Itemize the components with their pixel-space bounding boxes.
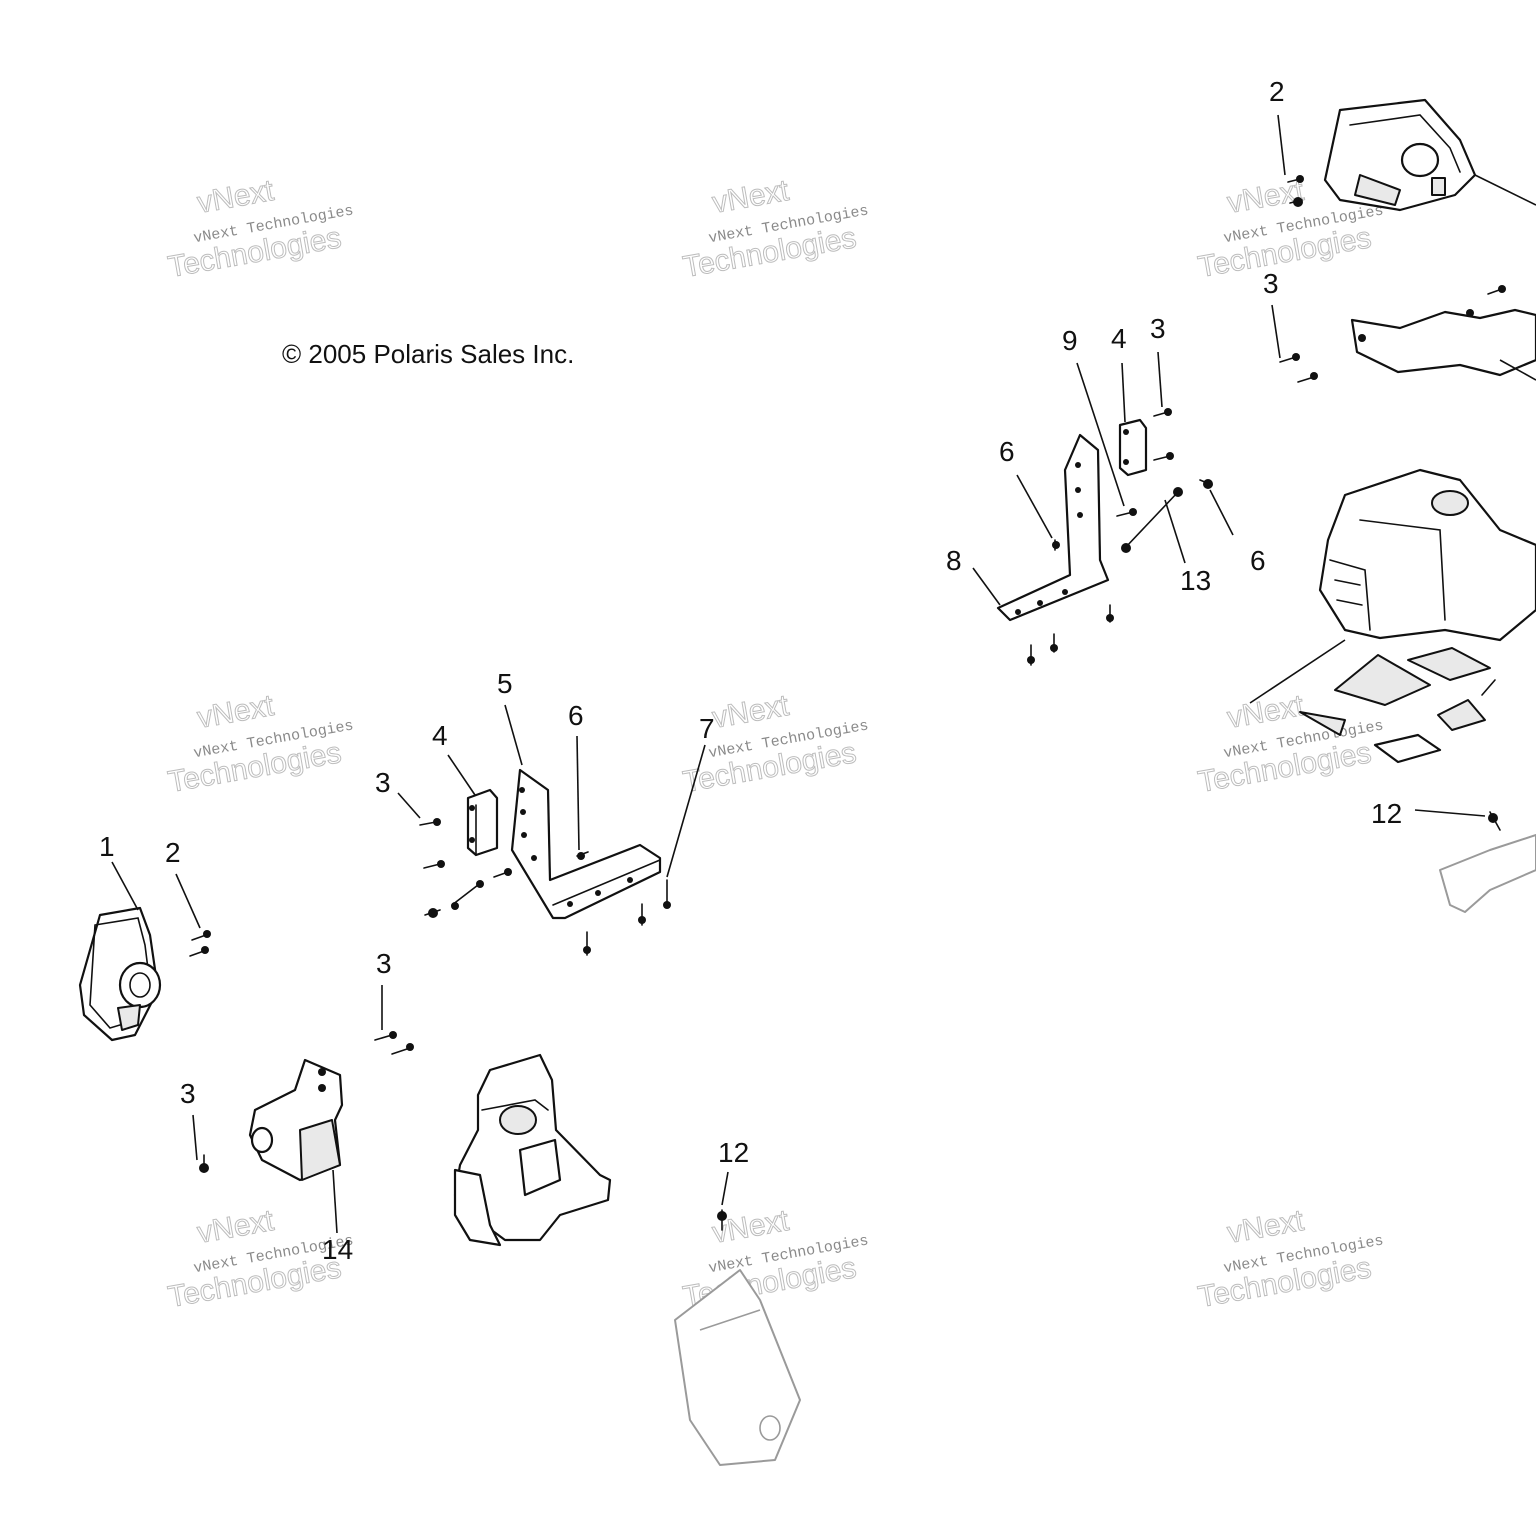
fasteners-left-upper	[419, 818, 671, 956]
leader-line	[1249, 639, 1346, 704]
callout-6: 6	[568, 700, 584, 731]
watermark: vNext vNext Technologies Technologies	[680, 174, 870, 285]
callout-5: 5	[497, 668, 513, 699]
watermark-text: vNext	[1225, 1204, 1307, 1250]
callout-9: 9	[1062, 325, 1078, 356]
headlight-housing-left	[78, 906, 162, 1042]
callout-2: 2	[1269, 76, 1285, 107]
watermark-text: vNext	[710, 174, 792, 220]
watermark-text: vNext	[195, 174, 277, 220]
lower-fairing-right-faint	[1439, 834, 1536, 913]
callout-8: 8	[946, 545, 962, 576]
screws-2-right	[1287, 175, 1304, 207]
hood-fairing-right	[1318, 468, 1536, 642]
callout-6: 6	[999, 436, 1015, 467]
callout-13: 13	[1180, 565, 1211, 596]
watermark: vNext vNext Technologies Technologies	[165, 174, 355, 285]
watermark: vNext vNext Technologies Technologies	[165, 689, 355, 800]
watermark: vNext vNext Technologies Technologies	[680, 1204, 870, 1315]
leader-lines	[111, 114, 1536, 1234]
bracket-8-right	[996, 433, 1110, 622]
mount-bracket-14	[248, 1058, 344, 1182]
callout-3: 3	[1150, 313, 1166, 344]
watermark: vNext vNext Technologies Technologies	[1195, 1204, 1385, 1315]
screw-12-left	[717, 1209, 727, 1231]
screws-3-left-lower	[199, 1031, 414, 1173]
callout-14: 14	[322, 1234, 353, 1265]
watermark-text: vNext	[195, 689, 277, 735]
callout-3: 3	[1263, 268, 1279, 299]
block-4-right	[1118, 418, 1148, 477]
copyright-notice: © 2005 Polaris Sales Inc.	[282, 339, 574, 369]
callout-3: 3	[180, 1078, 196, 1109]
watermark-group: vNext vNext Technologies Technologies vN…	[165, 174, 1385, 1315]
block-4-left	[466, 788, 499, 857]
callout-6: 6	[1250, 545, 1266, 576]
headlight-housing-right	[1323, 98, 1477, 212]
watermark-text: vNext	[195, 1204, 277, 1250]
screws-3-right-upper	[1279, 285, 1506, 383]
watermark-text: vNext	[710, 689, 792, 735]
pads-clips-right	[1249, 639, 1496, 764]
callout-numbers: 1 2 3 4 5 6 7 3 3 14 12 2 3 3 4 9 6 8 13…	[99, 76, 1402, 1265]
callout-3: 3	[375, 767, 391, 798]
callout-4: 4	[1111, 323, 1127, 354]
bracket-right-upper	[1350, 308, 1536, 377]
lower-hood-faint	[674, 1269, 801, 1466]
callout-7: 7	[699, 713, 715, 744]
screw-12-right	[1488, 811, 1501, 831]
fasteners-right	[1027, 408, 1213, 666]
bracket-5-left	[510, 768, 662, 920]
callout-2: 2	[165, 837, 181, 868]
callout-1: 1	[99, 831, 115, 862]
screw-2-left	[189, 930, 211, 957]
callout-4: 4	[432, 720, 448, 751]
callout-12: 12	[718, 1137, 749, 1168]
hood-fairing-left	[453, 1053, 612, 1247]
watermark-text: vNext	[1225, 689, 1307, 735]
callout-12: 12	[1371, 798, 1402, 829]
callout-3: 3	[376, 948, 392, 979]
